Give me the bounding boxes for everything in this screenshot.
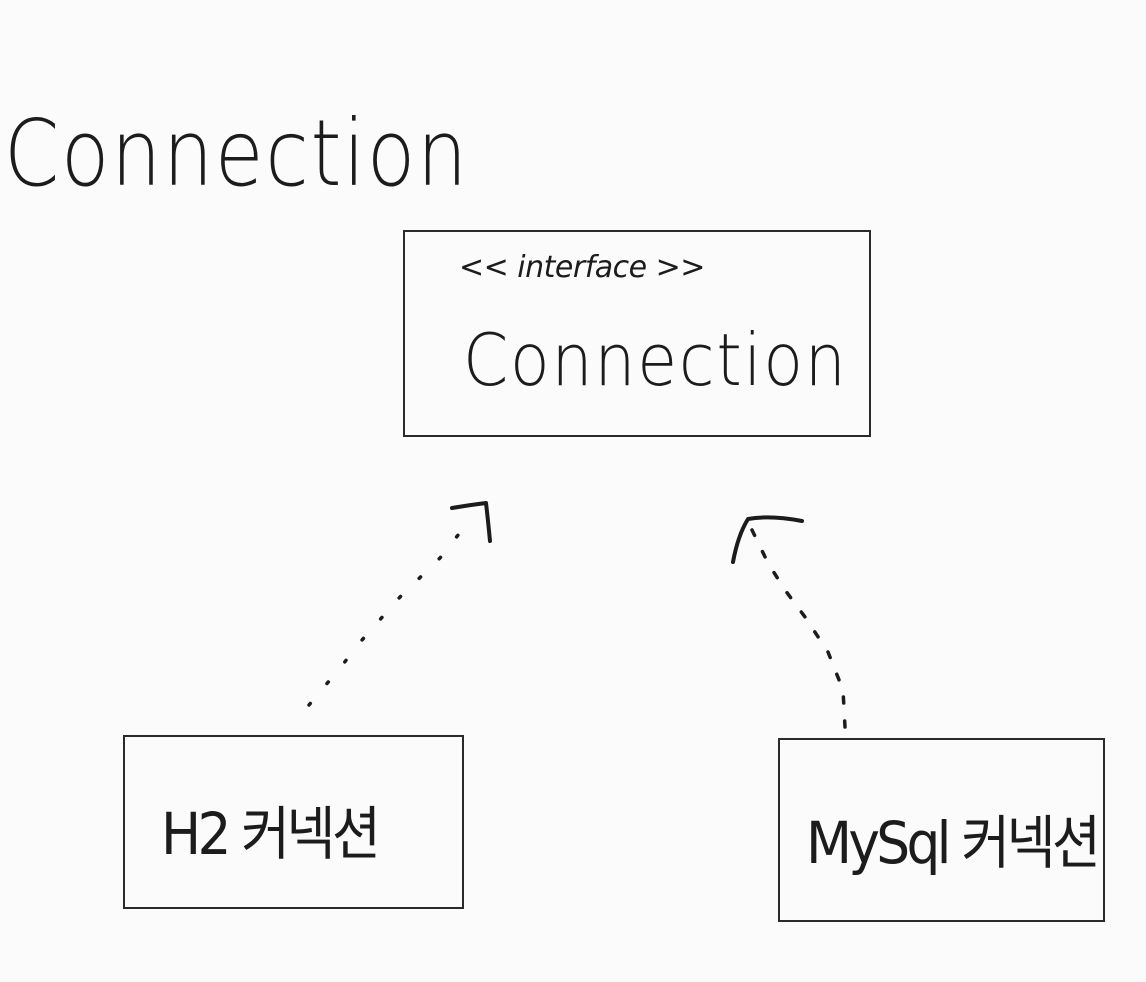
h2-realization-line xyxy=(307,528,464,707)
mysql-realization-line xyxy=(750,528,847,729)
mysql-arrow-head-icon xyxy=(731,515,804,564)
connection-interface-box: << interface >> Connection xyxy=(403,230,871,437)
page-title: Connection xyxy=(4,100,469,207)
mysql-connection-box: MySql 커넥션 xyxy=(778,738,1105,922)
h2-connection-label: H2 커넥션 xyxy=(161,800,381,868)
interface-stereotype: << interface >> xyxy=(459,250,705,285)
h2-connection-box: H2 커넥션 xyxy=(123,735,464,909)
h2-arrow-head-icon xyxy=(450,501,492,543)
mysql-connection-label: MySql 커넥션 xyxy=(806,809,1101,877)
interface-name: Connection xyxy=(463,318,848,402)
